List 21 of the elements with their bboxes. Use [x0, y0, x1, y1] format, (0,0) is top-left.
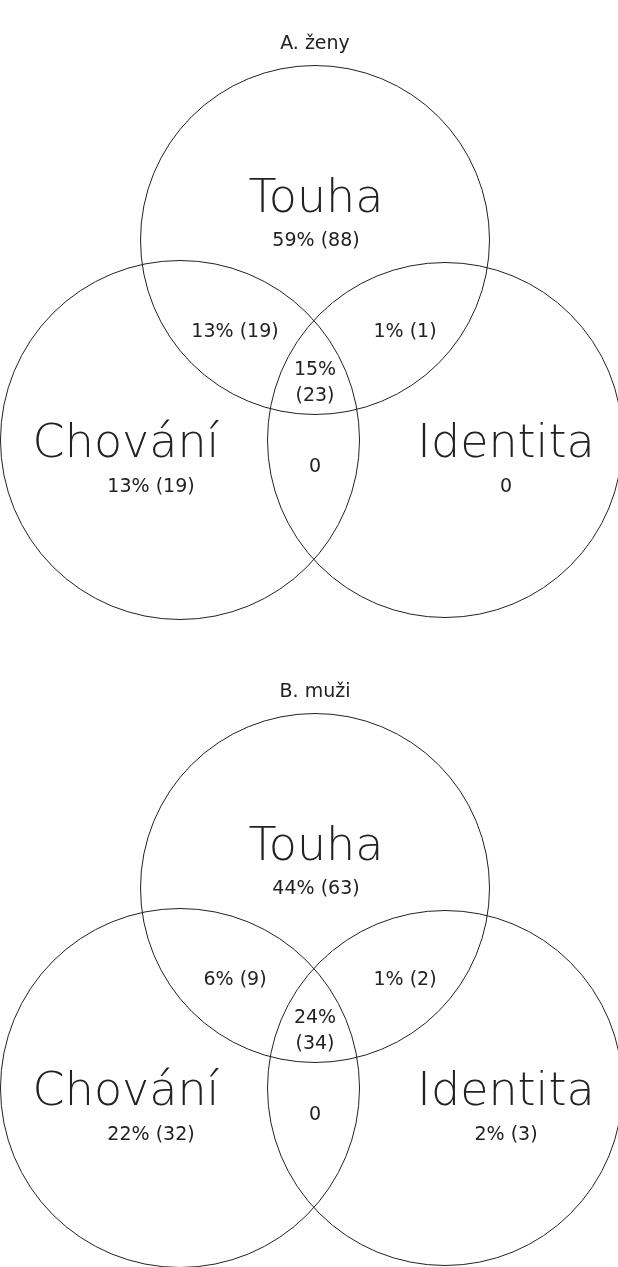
region-count: 15% (23): [292, 356, 338, 407]
set-label: Touha: [248, 169, 384, 223]
region-count: 24% (34): [292, 1004, 338, 1055]
set-label: Identita: [417, 414, 595, 468]
region-count: 0: [308, 454, 322, 476]
region-count: 0: [308, 1102, 322, 1124]
region-count: 6% (9): [203, 967, 267, 989]
set-label: Chování: [32, 414, 220, 468]
panel-title: B. muži: [279, 679, 351, 701]
set-count: 22% (32): [107, 1122, 195, 1144]
set-count: 2% (3): [474, 1122, 538, 1144]
set-count: 59% (88): [272, 228, 360, 250]
set-label: Chování: [32, 1062, 220, 1116]
region-count: 1% (1): [373, 319, 437, 341]
set-count: 44% (63): [272, 876, 360, 898]
set-label: Identita: [417, 1062, 595, 1116]
set-count: 13% (19): [107, 474, 195, 496]
region-count: 1% (2): [373, 967, 437, 989]
set-label: Touha: [248, 817, 384, 871]
set-count: 0: [499, 474, 513, 496]
region-count: 13% (19): [191, 319, 279, 341]
